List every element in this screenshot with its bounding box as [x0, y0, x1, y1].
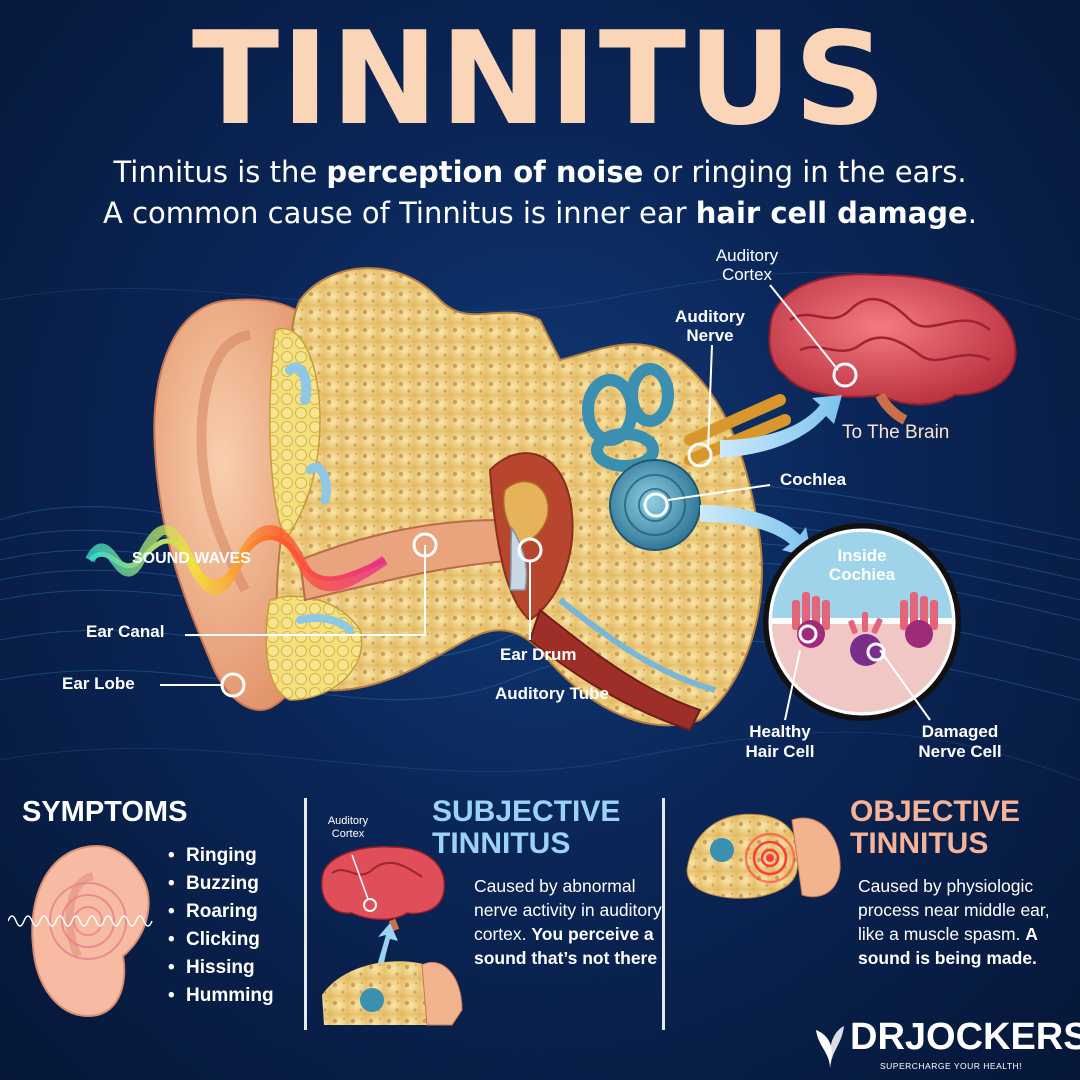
brain — [768, 273, 1017, 425]
semicircular-canals — [582, 363, 674, 472]
auditory-tube — [528, 608, 702, 732]
arrow-to-brain — [720, 395, 842, 458]
intro-text: Tinnitus is the — [113, 155, 327, 189]
title-line: TINNITUS — [850, 827, 989, 860]
logo-leaf-icon — [816, 1026, 844, 1068]
ear-anatomy-illustration — [85, 267, 1017, 732]
title-line: TINNITUS — [432, 827, 571, 860]
label-inside-cochlea: Inside Cochiea — [812, 546, 912, 584]
label-line: Auditory — [715, 246, 779, 265]
intro-text: . — [967, 196, 977, 230]
label-line: Inside — [837, 546, 887, 565]
symptom-item: Hissing — [168, 954, 274, 982]
label-to-the-brain: To The Brain — [842, 422, 950, 443]
page-title: TINNITUS — [191, 5, 889, 154]
intro-text: A common cause of Tinnitus is inner ear — [103, 196, 696, 230]
symptom-item: Humming — [168, 982, 274, 1010]
logo-tagline: SUPERCHARGE YOUR HEALTH! — [880, 1061, 1023, 1071]
symptom-item: Roaring — [168, 898, 274, 926]
objective-description: Caused by physiologic process near middl… — [858, 874, 1068, 970]
label-ear-canal: Ear Canal — [86, 622, 165, 641]
objective-ear-icon — [686, 813, 841, 899]
label-line: Healthy — [749, 722, 811, 741]
intro-bold: perception of noise — [326, 155, 644, 189]
label-cochlea: Cochlea — [780, 470, 847, 489]
intro-bold: hair cell damage — [695, 196, 968, 230]
ear-ringing-icon — [8, 844, 153, 1018]
label-line: Auditory — [327, 815, 369, 827]
label-ear-drum: Ear Drum — [500, 645, 577, 664]
label-line: Auditory — [675, 307, 745, 326]
intro-text: or ringing in the ears. — [643, 155, 967, 189]
description-text: Caused by physiologic process near middl… — [858, 876, 1050, 944]
label-ear-lobe: Ear Lobe — [62, 674, 135, 693]
logo-wordmark: DRJOCKERS — [850, 1016, 1080, 1058]
divider — [304, 798, 307, 1030]
subjective-title: SUBJECTIVE TINNITUS — [432, 796, 620, 860]
cochlea — [609, 459, 701, 551]
intro-line-1: Tinnitus is the perception of noise or r… — [0, 152, 1080, 192]
label-damaged-nerve-cell: Damaged Nerve Cell — [905, 722, 1015, 762]
label-auditory-tube: Auditory Tube — [495, 684, 609, 703]
symptom-item: Buzzing — [168, 870, 274, 898]
arrow-to-cochlea-inset — [700, 505, 812, 558]
subjective-description: Caused by abnormal nerve activity in aud… — [474, 874, 664, 970]
title-line: SUBJECTIVE — [432, 795, 621, 828]
title-line: OBJECTIVE — [850, 795, 1021, 828]
symptoms-title: SYMPTOMS — [22, 796, 188, 828]
description-bold: A sound is being made. — [858, 924, 1038, 968]
label-line: Hair Cell — [745, 742, 815, 761]
label-auditory-cortex: Auditory Cortex — [697, 246, 797, 284]
label-small-auditory-cortex: Auditory Cortex — [318, 815, 378, 841]
inside-cochlea-inset — [763, 523, 961, 721]
subjective-brain-ear-icon — [321, 846, 463, 1026]
label-healthy-hair-cell: Healthy Hair Cell — [730, 722, 830, 762]
description-bold: You perceive a sound that’s not there — [474, 924, 658, 968]
objective-title: OBJECTIVE TINNITUS — [850, 796, 1020, 860]
intro-line-2: A common cause of Tinnitus is inner ear … — [0, 193, 1080, 233]
label-line: Nerve Cell — [918, 742, 1002, 761]
label-line: Nerve — [686, 326, 734, 345]
symptoms-list: Ringing Buzzing Roaring Clicking Hissing… — [168, 842, 274, 1010]
label-auditory-nerve: Auditory Nerve — [660, 307, 760, 345]
label-line: Cochiea — [828, 565, 896, 584]
divider — [662, 798, 665, 1030]
sound-waves-graphic — [85, 525, 388, 595]
symptom-item: Clicking — [168, 926, 274, 954]
label-line: Damaged — [921, 722, 999, 741]
damaged-nerve-cell — [848, 612, 883, 635]
label-line: Cortex — [331, 828, 365, 840]
symptom-item: Ringing — [168, 842, 274, 870]
label-line: Cortex — [721, 265, 773, 284]
label-sound-waves: SOUND WAVES — [132, 550, 251, 567]
description-text: Caused by abnormal nerve activity in aud… — [474, 876, 662, 944]
